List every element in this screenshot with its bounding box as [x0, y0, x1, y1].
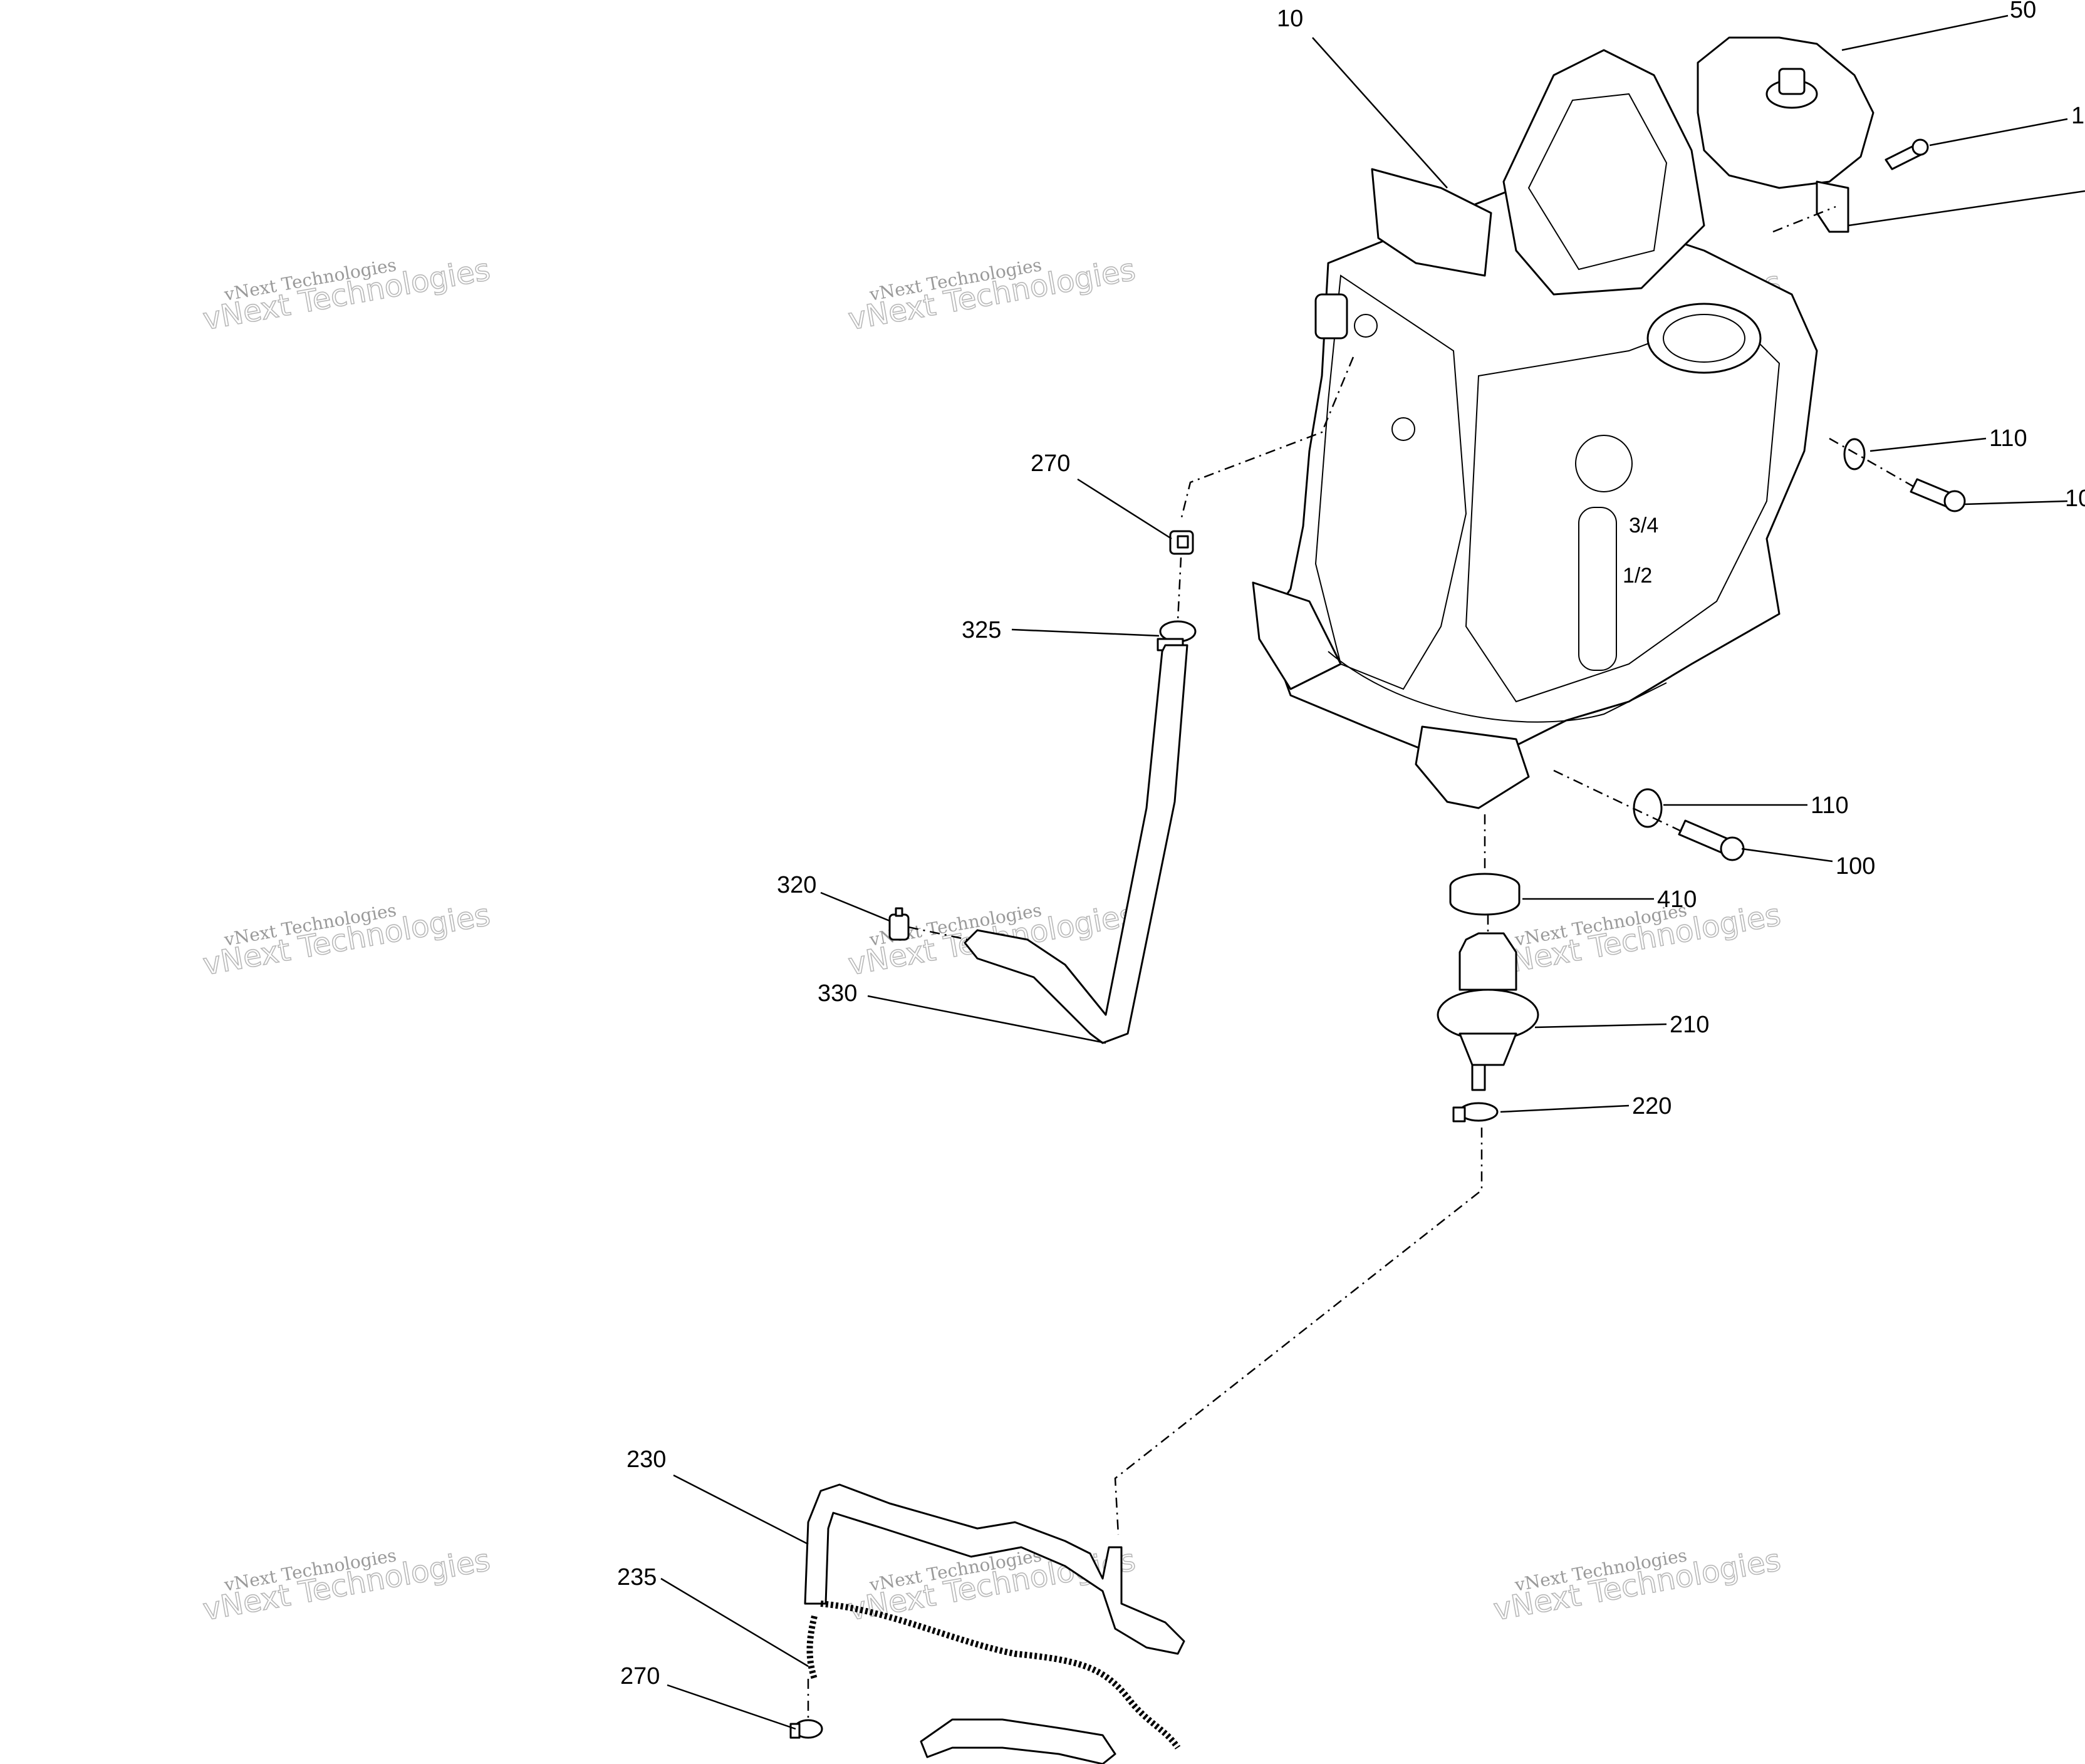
watermark: vNext Technologies vNext Technologies — [1490, 1542, 1784, 1628]
scale-half: 1/2 — [1623, 564, 1652, 588]
leader-230 — [673, 1474, 809, 1545]
callout-10: 10 — [1277, 6, 1303, 32]
callout-110a: 110 — [1989, 425, 2027, 452]
watermark: vNext Technologies vNext Technologies — [200, 897, 493, 983]
screw-head — [1911, 138, 1929, 156]
clamp-270-upper — [1169, 530, 1194, 555]
alignment-line — [1829, 437, 1918, 490]
level-window — [1578, 507, 1617, 671]
hose-230-outline — [804, 1483, 1185, 1655]
leader-210 — [1534, 1023, 1667, 1029]
callout-100b: 100 — [1836, 853, 1875, 879]
hose-lower — [920, 1718, 1116, 1764]
tank-bracket — [1371, 168, 1492, 277]
tank-side-bracket — [1252, 581, 1342, 690]
leader-110a — [1869, 437, 1987, 452]
clamp-220-tab — [1452, 1106, 1466, 1123]
filter-bottom — [1458, 1032, 1517, 1066]
bolt-right-head — [1943, 490, 1966, 512]
leader-320 — [820, 891, 890, 922]
screw-top-right — [1885, 138, 1929, 170]
oil-tank: 3/4 1/2 — [1252, 49, 1818, 809]
fitting-320-neck — [895, 907, 903, 917]
tank-left-panel — [1314, 274, 1467, 690]
callout-230: 230 — [627, 1446, 666, 1473]
leader-10 — [1312, 37, 1448, 189]
callout-270b: 270 — [620, 1663, 660, 1689]
clamp-270-lower-tab — [789, 1723, 801, 1739]
tank-hole — [1391, 417, 1415, 441]
callout-210: 210 — [1670, 1012, 1709, 1038]
fitting-320 — [888, 907, 910, 941]
leader-235 — [660, 1577, 809, 1668]
callout-10-cropped: 10 — [2065, 485, 2085, 512]
filter-210 — [1437, 932, 1539, 1091]
callout-330: 330 — [818, 980, 857, 1007]
alignment-lines — [807, 205, 1918, 1720]
clamp-220 — [1452, 1102, 1499, 1123]
leader-10-cropped — [1848, 190, 2085, 227]
watermark: vNext Technologies vNext Technologies — [845, 252, 1138, 338]
leader-1-cropped — [1929, 118, 2068, 147]
leader-220 — [1500, 1104, 1630, 1113]
filler-neck-inner — [1663, 314, 1745, 363]
washer-right — [1843, 438, 1866, 470]
tank-top-duct — [1502, 49, 1705, 296]
clamp-410-band — [1449, 886, 1521, 916]
callout-labels: 10 50 1 110 10 110 100 410 210 220 270 3… — [617, 0, 2085, 1689]
callout-110b: 110 — [1811, 792, 1849, 819]
leader-270a — [1077, 478, 1172, 540]
scale-three-quarter: 3/4 — [1629, 514, 1658, 537]
tank-hole — [1575, 435, 1633, 492]
fitting-320-body — [888, 913, 910, 941]
callout-220: 220 — [1632, 1093, 1672, 1119]
callout-320: 320 — [777, 872, 816, 898]
washer-lower — [1633, 788, 1663, 828]
callout-410: 410 — [1657, 886, 1697, 913]
bolt-lower-head — [1720, 836, 1745, 861]
callout-235: 235 — [617, 1564, 657, 1590]
clamp-270-lower — [789, 1719, 823, 1739]
callout-325: 325 — [962, 617, 1001, 643]
watermark: vNext Technologies vNext Technologies — [200, 1542, 493, 1628]
clamp-270-tab — [1177, 535, 1189, 549]
filter-outlet — [1471, 1064, 1486, 1091]
alignment-line — [1177, 557, 1182, 621]
spring-235 — [806, 1601, 1181, 1750]
tank-top-duct-inner — [1527, 93, 1668, 271]
callout-1-cropped: 1 — [2071, 103, 2084, 129]
leader-lines — [660, 14, 2085, 1730]
filler-cap — [1697, 36, 1874, 189]
filter-top — [1458, 932, 1517, 991]
alignment-line — [1553, 769, 1686, 834]
leader-325 — [1011, 628, 1160, 637]
leader-330 — [867, 995, 1106, 1044]
alignment-line — [1114, 1128, 1483, 1535]
filter-flange — [1437, 988, 1539, 1041]
clamp-410 — [1449, 873, 1521, 916]
tank-hole — [1354, 314, 1378, 338]
wire-harness — [1328, 651, 1667, 723]
cap-body — [1697, 36, 1874, 189]
alignment-line — [908, 926, 969, 941]
watermark: vNext Technologies vNext Technologies — [200, 252, 493, 338]
leader-270b — [667, 1684, 796, 1730]
hose-330-outline — [964, 644, 1188, 1044]
tank-lower-bracket — [1415, 725, 1530, 809]
tank-sensor — [1314, 293, 1348, 340]
leader-50 — [1841, 14, 2009, 51]
leader-100b — [1741, 848, 1833, 863]
callout-270a: 270 — [1031, 450, 1070, 477]
cap-knob — [1778, 68, 1806, 95]
leader-100a — [1963, 500, 2068, 506]
clip-bracket — [1816, 180, 1849, 233]
alignment-line — [1180, 356, 1354, 521]
callout-50: 50 — [2010, 0, 2036, 23]
